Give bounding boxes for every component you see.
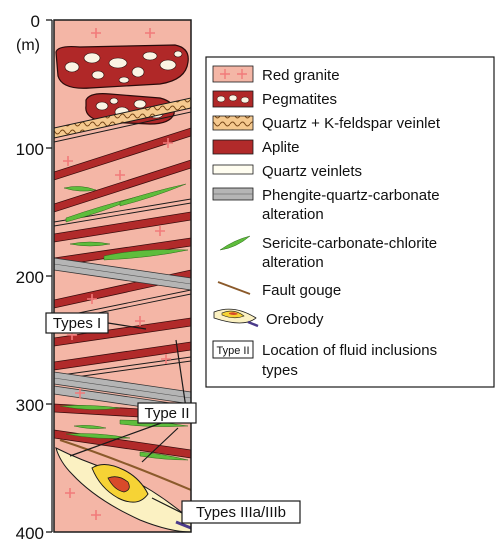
granite-cross-marks (63, 28, 173, 520)
callout-type-ii-label: Type II (144, 405, 189, 422)
legend-label-phengite-line1: Phengite-quartz-carbonate (262, 187, 440, 204)
legend-label-aplite: Aplite (262, 139, 300, 156)
tick-label-0: 0 (31, 12, 40, 31)
orebody (55, 447, 191, 532)
column-outline (53, 19, 192, 533)
quartz-kfeldspar-veinlet (54, 97, 191, 139)
legend-label-quartz-kfeldspar: Quartz + K-feldspar veinlet (262, 115, 441, 132)
callout-type-ii: Type II (137, 402, 197, 424)
legend-item-fault-gouge: Fault gouge (217, 281, 341, 299)
legend-frame (205, 56, 495, 388)
legend-item-phengite: Phengite-quartz-carbonate alteration (212, 187, 440, 223)
tick-label-100: 100 (16, 140, 44, 159)
callout-leader-lines (69, 322, 187, 515)
axis-unit: (m) (16, 37, 40, 54)
legend-label-fault-gouge: Fault gouge (262, 282, 341, 299)
legend-item-pegmatites: Pegmatites (212, 90, 337, 108)
tick-label-400: 400 (16, 524, 44, 543)
legend-label-fluid-inclusions-line2: types (262, 362, 298, 379)
tick-label-300: 300 (16, 396, 44, 415)
depth-axis: 0 (m) 100 200 300 400 (16, 12, 53, 543)
legend-item-quartz-kfeldspar: Quartz + K-feldspar veinlet (212, 115, 441, 132)
legend-item-sericite: Sericite-carbonate-chlorite alteration (219, 235, 437, 271)
legend-label-quartz-veinlets: Quartz veinlets (262, 163, 362, 180)
legend-item-aplite: Aplite (212, 139, 300, 156)
callout-types-iii: Types IIIa/IIIb (181, 500, 301, 524)
legend-label-pegmatites: Pegmatites (262, 91, 337, 108)
legend-item-red-granite: Red granite (212, 65, 340, 84)
callout-types-i: Types I (45, 312, 109, 334)
legend: Red granite Pegmatites Quartz + K-feldsp… (205, 56, 495, 388)
legend-label-phengite-line2: alteration (262, 206, 324, 223)
legend-item-orebody: Orebody (213, 308, 324, 328)
callout-types-iii-label: Types IIIa/IIIb (196, 504, 286, 521)
legend-label-fluid-inclusions-line1: Location of fluid inclusions (262, 342, 437, 359)
legend-label-sericite-line2: alteration (262, 254, 324, 271)
legend-label-orebody: Orebody (266, 311, 324, 328)
legend-box-type-ii: Type II (216, 345, 249, 357)
geological-column (53, 19, 192, 533)
axis-ticks (46, 19, 52, 533)
legend-label-sericite-line1: Sericite-carbonate-chlorite (262, 235, 437, 252)
legend-item-fluid-inclusions: Type II Location of fluid inclusions typ… (212, 340, 437, 379)
legend-item-quartz-veinlets: Quartz veinlets (212, 163, 362, 180)
pegmatite-bodies (55, 44, 189, 125)
callout-types-i-label: Types I (53, 315, 101, 332)
tick-label-200: 200 (16, 268, 44, 287)
legend-label-red-granite: Red granite (262, 67, 340, 84)
